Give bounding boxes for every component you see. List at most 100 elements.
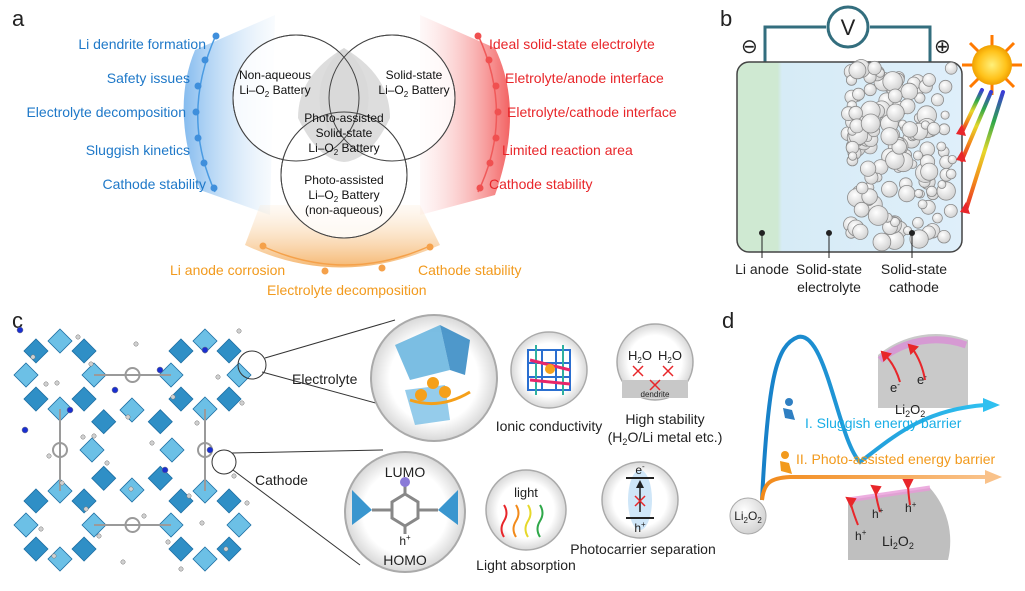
mof-atom <box>223 546 229 552</box>
panel-c: c Electrolyte Cathode <box>12 308 722 573</box>
photo-barrier-curve <box>760 475 985 501</box>
mof-polyhedron <box>13 512 39 538</box>
cathode-particles <box>840 59 958 252</box>
mof-atom <box>236 328 242 334</box>
light-label: light <box>514 485 538 500</box>
right-item-1: Ideal solid-state electrolyte <box>489 36 655 52</box>
cathode-particle <box>898 185 916 203</box>
cathode-particle <box>887 88 903 104</box>
right-item-2: Eletrolyte/anode interface <box>505 70 664 86</box>
cathode-particle <box>886 103 905 122</box>
cathode-particle <box>932 212 943 224</box>
panel-c-label: c <box>12 308 23 333</box>
panel-a-label: a <box>12 6 25 31</box>
bottom-item-3: Cathode stability <box>418 262 522 278</box>
mof-atom <box>38 526 44 532</box>
mof-atom <box>30 354 36 360</box>
red-arc-dots <box>474 32 502 192</box>
mof-polyhedron <box>216 536 242 562</box>
cathode-particle <box>848 105 863 121</box>
stability-label-2: (H2O/Li metal etc.) <box>608 429 723 447</box>
mof-polyhedron <box>216 338 242 364</box>
mof-polyhedron <box>192 546 218 572</box>
panel-b: b V ⊖ ⊕ <box>720 5 1022 295</box>
panel-d: d e- e- Li2O2 I. Sluggish energy barrier… <box>722 308 1002 560</box>
mof-polyhedron <box>47 546 73 572</box>
cathode-particle <box>863 83 877 97</box>
hole-d-3: h+ <box>905 500 917 515</box>
panel-d-label: d <box>722 308 734 333</box>
cathode-particle <box>867 60 882 76</box>
venn-center-3: Li–O2 Battery <box>308 141 379 157</box>
mof-polyhedron <box>159 437 185 463</box>
mof-atom <box>239 400 245 406</box>
cathode-particle <box>859 160 877 177</box>
mof-atom <box>46 453 52 459</box>
minus-terminal: ⊖ <box>741 36 758 58</box>
light-rays <box>956 88 1005 214</box>
mof-atom <box>178 566 184 572</box>
mof-polyhedron <box>23 338 49 364</box>
mof-pore <box>40 505 80 545</box>
light-absorption-label: Light absorption <box>476 557 576 573</box>
light-absorption-circle: light <box>485 469 567 551</box>
mof-pore <box>106 424 158 476</box>
venn-left-sub: Li–O2 Battery <box>239 83 310 99</box>
mof-atom <box>96 533 102 539</box>
venn-bottom-3: (non-aqueous) <box>305 203 383 217</box>
mof-atom <box>51 553 57 559</box>
mof-atom <box>125 414 131 420</box>
mof-atom <box>199 520 205 526</box>
mof-polyhedron <box>168 338 194 364</box>
cathode-particle <box>882 71 903 92</box>
cathode-label: Cathode <box>255 472 308 488</box>
venn-triple-overlap <box>298 48 390 162</box>
cathode-particle <box>867 205 889 226</box>
cathode-particle <box>848 61 867 80</box>
mof-polyhedron <box>119 397 145 423</box>
cathode-particle <box>891 139 907 155</box>
mof-atom <box>83 506 89 512</box>
cathode-particle <box>853 201 870 218</box>
sun-icon <box>962 35 1022 95</box>
mof-polyhedron <box>91 409 117 435</box>
li2o2-bottom-particle <box>848 488 951 560</box>
venn-center-2: Solid-state <box>316 126 373 140</box>
left-item-3: Electrolyte decomposition <box>26 104 186 120</box>
mof-polyhedron <box>79 437 105 463</box>
blue-arc-dots <box>192 32 220 192</box>
cathode-particle <box>914 188 924 198</box>
cathode-particle <box>901 121 919 138</box>
cathode-particle <box>856 181 869 195</box>
voltmeter-label: V <box>841 15 856 40</box>
venn-bottom-2: Li–O2 Battery <box>308 188 379 204</box>
mof-polyhedron <box>71 338 97 364</box>
lumo-label: LUMO <box>385 464 426 480</box>
hole-label: h+ <box>399 533 411 548</box>
mof-polyhedron <box>216 488 242 514</box>
venn-bottom-1: Photo-assisted <box>304 173 383 187</box>
cathode-particle <box>847 151 858 161</box>
venn-center-1: Photo-assisted <box>304 111 383 125</box>
orange-arc <box>259 244 433 266</box>
mof-atom <box>54 380 60 386</box>
mof-atom <box>215 374 221 380</box>
mof-atom <box>80 434 86 440</box>
mof-polyhedron <box>168 536 194 562</box>
mof-atom <box>170 394 176 400</box>
cathode-particle <box>947 155 957 165</box>
electrolyte-label: Electrolyte <box>292 371 358 387</box>
mof-atom <box>111 386 119 394</box>
mof-atom <box>120 559 126 565</box>
zoom-lines <box>211 319 396 566</box>
mof-polyhedron <box>23 536 49 562</box>
cathode-particle <box>913 150 924 161</box>
mof-ring <box>124 517 141 533</box>
cathode-particle <box>852 223 869 240</box>
mof-polyhedron <box>216 386 242 412</box>
cathode-particle <box>912 217 924 229</box>
cathode-particle <box>926 185 938 197</box>
label-electrolyte-1: Solid-state <box>796 261 862 277</box>
h2o-right: H2O <box>658 348 682 365</box>
